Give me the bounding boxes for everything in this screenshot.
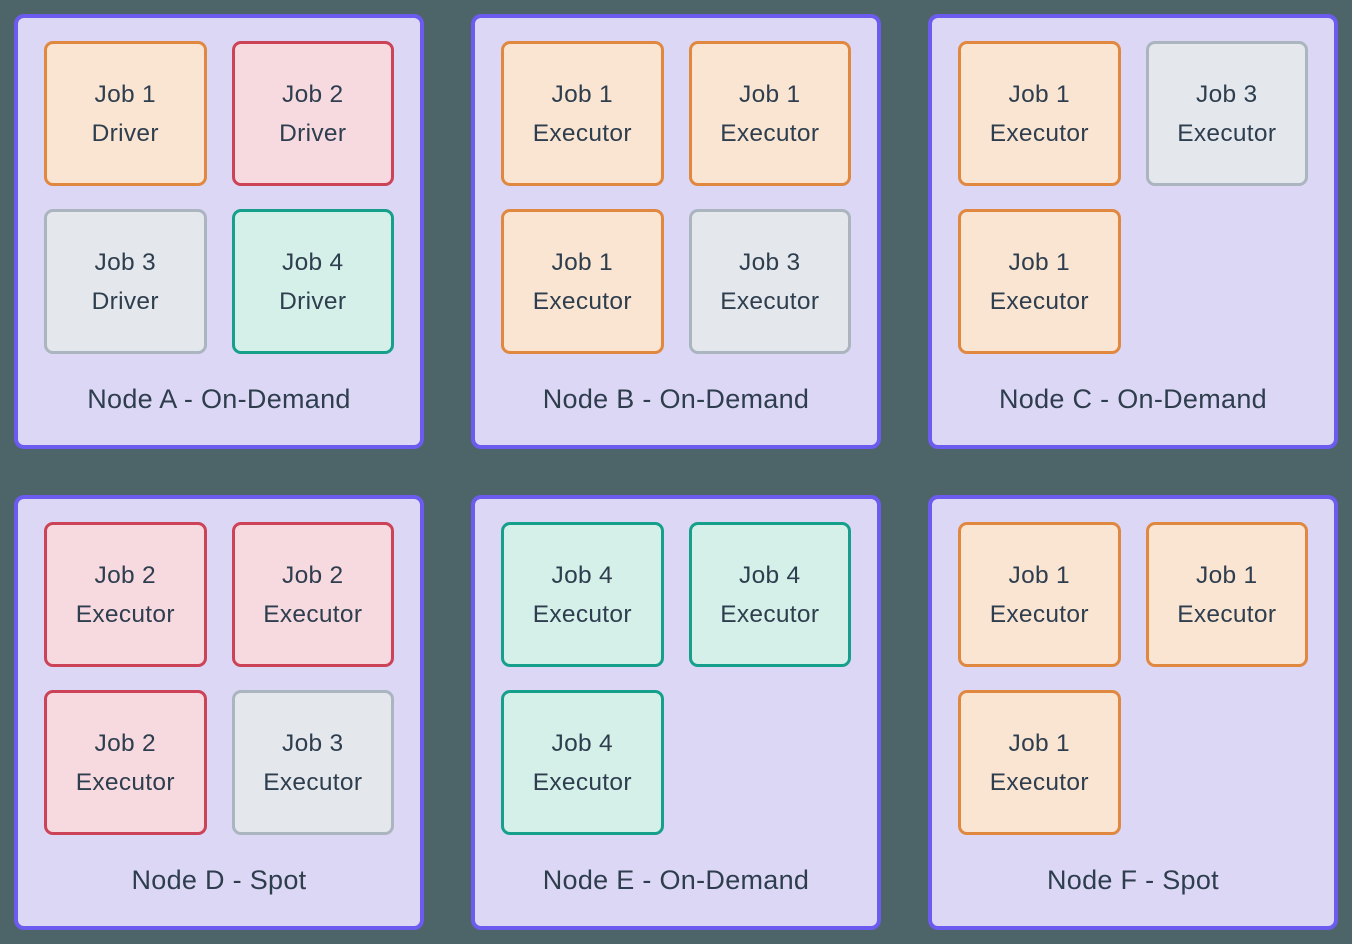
job-role: Driver xyxy=(279,287,347,315)
job-role: Executor xyxy=(720,600,820,628)
job-box: Job 3 Executor xyxy=(1145,41,1308,186)
job-box: Job 1 Driver xyxy=(44,41,207,186)
job-name: Job 1 xyxy=(1196,561,1258,589)
job-role: Executor xyxy=(989,768,1089,796)
job-box: Job 1 Executor xyxy=(501,209,664,354)
job-role: Executor xyxy=(532,287,632,315)
job-box: Job 1 Executor xyxy=(1145,522,1308,667)
job-name: Job 3 xyxy=(739,248,801,276)
job-name: Job 4 xyxy=(551,561,613,589)
job-role: Executor xyxy=(75,768,175,796)
job-box: Job 1 Executor xyxy=(958,522,1121,667)
job-name: Job 2 xyxy=(282,80,344,108)
job-role: Executor xyxy=(532,600,632,628)
job-box: Job 4 Executor xyxy=(688,522,851,667)
job-role: Driver xyxy=(91,119,159,147)
job-role: Executor xyxy=(989,600,1089,628)
job-name: Job 1 xyxy=(551,80,613,108)
job-box: Job 4 Driver xyxy=(231,209,394,354)
node-label: Node F - Spot xyxy=(1047,865,1219,895)
job-role: Executor xyxy=(263,768,363,796)
job-box: Job 1 Executor xyxy=(501,41,664,186)
job-name: Job 1 xyxy=(94,80,156,108)
job-box: Job 3 Driver xyxy=(44,209,207,354)
node-label: Node D - Spot xyxy=(131,865,307,895)
job-role: Executor xyxy=(989,287,1089,315)
job-role: Driver xyxy=(91,287,159,315)
job-name: Job 4 xyxy=(282,248,344,276)
job-role: Executor xyxy=(75,600,175,628)
job-box: Job 2 Driver xyxy=(231,41,394,186)
job-name: Job 3 xyxy=(1196,80,1258,108)
job-box: Job 1 Executor xyxy=(958,209,1121,354)
job-name: Job 1 xyxy=(1008,248,1070,276)
job-name: Job 2 xyxy=(94,561,156,589)
job-name: Job 1 xyxy=(739,80,801,108)
job-name: Job 1 xyxy=(1008,80,1070,108)
job-box: Job 2 Executor xyxy=(44,522,207,667)
job-box: Job 1 Executor xyxy=(688,41,851,186)
job-role: Executor xyxy=(263,600,363,628)
job-name: Job 2 xyxy=(94,729,156,757)
job-box: Job 2 Executor xyxy=(44,690,207,835)
job-name: Job 1 xyxy=(1008,729,1070,757)
node-label: Node B - On-Demand xyxy=(542,384,810,414)
job-box: Job 4 Executor xyxy=(501,690,664,835)
node-label: Node A - On-Demand xyxy=(87,384,351,414)
job-name: Job 4 xyxy=(551,729,613,757)
job-role: Executor xyxy=(720,287,820,315)
job-role: Executor xyxy=(989,119,1089,147)
job-name: Job 3 xyxy=(94,248,156,276)
job-name: Job 1 xyxy=(551,248,613,276)
job-role: Executor xyxy=(532,119,632,147)
job-box: Job 3 Executor xyxy=(688,209,851,354)
job-name: Job 3 xyxy=(282,729,344,757)
job-role: Executor xyxy=(720,119,820,147)
node-label: Node C - On-Demand xyxy=(998,384,1267,414)
job-role: Executor xyxy=(1177,119,1277,147)
job-role: Executor xyxy=(1177,600,1277,628)
job-name: Job 1 xyxy=(1008,561,1070,589)
job-name: Job 4 xyxy=(739,561,801,589)
job-role: Executor xyxy=(532,768,632,796)
job-box: Job 1 Executor xyxy=(958,41,1121,186)
job-name: Job 2 xyxy=(282,561,344,589)
job-box: Job 2 Executor xyxy=(231,522,394,667)
job-box: Job 1 Executor xyxy=(958,690,1121,835)
job-role: Driver xyxy=(279,119,347,147)
node-label: Node E - On-Demand xyxy=(542,865,810,895)
job-box: Job 4 Executor xyxy=(501,522,664,667)
job-box: Job 3 Executor xyxy=(231,690,394,835)
